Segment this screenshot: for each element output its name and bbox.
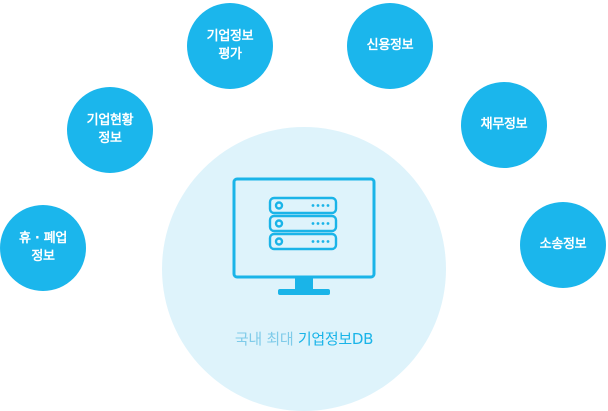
- node-credit-info: 신용정보: [347, 3, 433, 89]
- node-label-line1: 채무정보: [480, 117, 528, 132]
- node-label-line2: 평가: [218, 47, 242, 62]
- node-label-line1: 기업현황: [86, 113, 134, 128]
- node-label-line1: 신용정보: [366, 38, 414, 53]
- center-caption-prefix: 국내 최대: [234, 330, 298, 348]
- node-label-line1: 기업정보: [206, 29, 254, 44]
- node-label-line2: 정보: [31, 249, 55, 264]
- node-label-line2: 정보: [98, 131, 122, 146]
- database-server-monitor-icon: [232, 177, 376, 295]
- node-label-line1: 소송정보: [539, 237, 587, 252]
- node-closure-info: 휴 · 폐업 정보: [0, 205, 86, 291]
- node-company-evaluation: 기업정보 평가: [187, 3, 273, 89]
- center-caption: 국내 최대 기업정보DB: [162, 328, 446, 349]
- node-company-status: 기업현황 정보: [67, 87, 153, 173]
- node-lawsuit-info: 소송정보: [520, 202, 606, 288]
- node-label-line1: 휴 · 폐업: [18, 231, 68, 246]
- center-circle: [162, 127, 446, 411]
- node-debt-info: 채무정보: [461, 82, 547, 168]
- center-caption-highlight: 기업정보DB: [297, 330, 374, 348]
